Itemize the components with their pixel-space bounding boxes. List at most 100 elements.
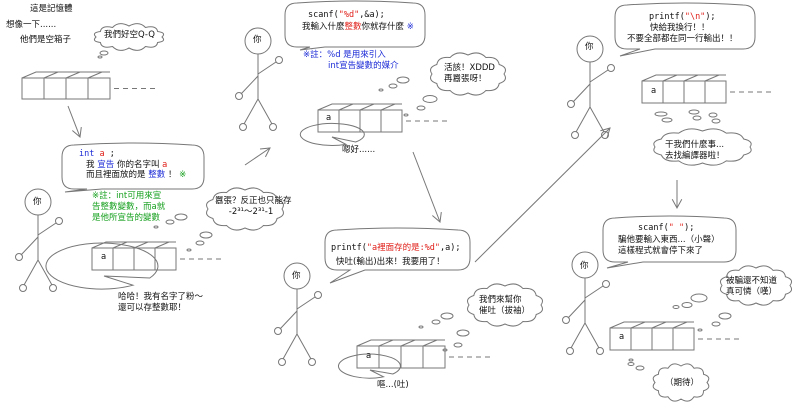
box-speech: 哈哈！我有名字了粉～還可以存整數耶！	[118, 292, 204, 313]
thought-bubble-dot	[711, 118, 721, 124]
memory-box-edge	[87, 71, 103, 79]
memory-box	[630, 327, 653, 351]
arrow-line	[412, 151, 441, 223]
thought-bubble-dot	[456, 329, 470, 337]
arrow-line	[474, 127, 611, 263]
memory-box	[651, 327, 674, 351]
memory-box-top	[609, 321, 694, 329]
stick-figure-joint	[596, 347, 604, 355]
thought-bubble-dot	[654, 111, 668, 117]
thought-bubble-dot	[628, 358, 634, 362]
arrow-head	[432, 212, 442, 223]
you-label: 你	[585, 42, 594, 52]
memory-box	[21, 77, 45, 100]
memory-box-edge	[683, 74, 699, 82]
stick-figure-joint	[239, 123, 247, 131]
arrow-line	[67, 105, 81, 138]
comic-title: 這是記憶體	[30, 4, 73, 14]
thought-bubble-dot	[690, 293, 708, 303]
box-speech: （期待）	[665, 378, 700, 388]
memory-box-edge	[359, 103, 375, 111]
thought-bubble-dot	[165, 219, 175, 225]
memory-box-edge	[65, 71, 81, 79]
stick-figure-body	[279, 289, 316, 360]
speech-bubble	[602, 215, 737, 269]
memory-box-edge	[133, 241, 149, 249]
box-label: a	[326, 113, 332, 123]
memory-box	[380, 109, 403, 133]
declare-line2: 我 宣告 你的名字叫 a	[86, 160, 168, 170]
thought-bubble-dot	[692, 115, 702, 121]
thought-bubble-dot	[403, 113, 409, 117]
thought-bubble-dot	[442, 348, 448, 352]
thought-cloud	[653, 128, 752, 166]
stick-figure-joint	[567, 100, 575, 108]
box-label: a	[619, 332, 625, 342]
thought-cloud	[93, 23, 165, 51]
stick-figure-body	[567, 278, 604, 349]
arrow-head	[259, 147, 271, 158]
thought-bubble-dot	[396, 76, 410, 84]
thought-bubble-dot	[661, 117, 673, 123]
stick-figure-joint	[55, 217, 63, 225]
thought-bubble-dot	[418, 325, 424, 329]
thought-bubble-dot	[708, 112, 718, 118]
pity-thought: 被騙還不知道真可憐（嘆）	[726, 276, 778, 297]
memory-box	[43, 77, 67, 100]
memory-box-top	[21, 71, 110, 79]
memory-box	[662, 80, 685, 104]
stick-figure-joint	[308, 358, 316, 366]
memory-box-edge	[154, 241, 170, 249]
memory-box	[112, 247, 135, 271]
help-thought: 我們來幫你催吐（拔袖）	[479, 295, 531, 316]
int-note: ※註：int可用來宣告整數變數，而a就是他所宣告的變數	[92, 191, 166, 223]
declare-code: int a ;	[79, 149, 115, 159]
memory-box	[683, 80, 706, 104]
thought-bubble-dot	[378, 88, 384, 92]
memory-box	[359, 109, 382, 133]
scanf-code: scanf("%d",&a);	[308, 10, 385, 20]
arrow-line	[244, 147, 271, 166]
newline-explain-2: 不要全部都在同一行輸出！！	[627, 34, 738, 44]
thought-bubble-dot	[174, 213, 188, 221]
memory-box-edge	[662, 74, 678, 82]
memory-box	[65, 77, 89, 100]
speech-bubble	[284, 0, 426, 51]
thought-bubble-dot	[195, 240, 205, 246]
imagine-text: 想像一下......	[6, 20, 57, 30]
thought-bubble-dot	[99, 50, 109, 56]
thought-bubble-dot	[697, 328, 703, 332]
memory-box-edge	[112, 241, 128, 249]
box-speech: 嗯好......	[342, 145, 376, 155]
stick-figure-joint	[19, 284, 27, 292]
speech-bubble	[61, 142, 205, 193]
empty-boxes-text: 他們是空箱子	[20, 35, 72, 45]
stick-figure-body	[20, 215, 57, 286]
box-label: a	[101, 252, 107, 262]
stick-figure-joint	[601, 131, 609, 139]
boxes-thought: 我們好空Q-Q	[104, 30, 155, 40]
brag-thought: 囂張？反正也只能存-2³¹～2³¹-1	[215, 196, 292, 217]
stick-figure-joint	[602, 280, 610, 288]
thought-bubble-dot	[688, 109, 700, 115]
thought-bubble-dot	[635, 365, 645, 371]
speech-bubble	[324, 227, 471, 284]
printf-explain: 快吐(輸出)出來！我要用了！	[336, 257, 445, 267]
thought-bubble-dot	[440, 312, 454, 320]
memory-box-edge	[338, 103, 354, 111]
arrow-head	[671, 198, 683, 210]
speech-bubble	[45, 242, 159, 290]
thought-bubble-dot	[199, 231, 213, 239]
thought-bubble-dot	[153, 225, 159, 229]
thought-bubble-dot	[681, 302, 693, 308]
memory-box-edge	[378, 339, 394, 347]
memory-box	[338, 109, 361, 133]
stick-figure-joint	[607, 64, 615, 72]
memory-box-top	[91, 241, 176, 249]
memory-box-edge	[630, 321, 646, 329]
compiler-thought: 干我們什麼事...去找編譯器啦！	[665, 140, 725, 161]
memory-box-edge	[672, 321, 688, 329]
